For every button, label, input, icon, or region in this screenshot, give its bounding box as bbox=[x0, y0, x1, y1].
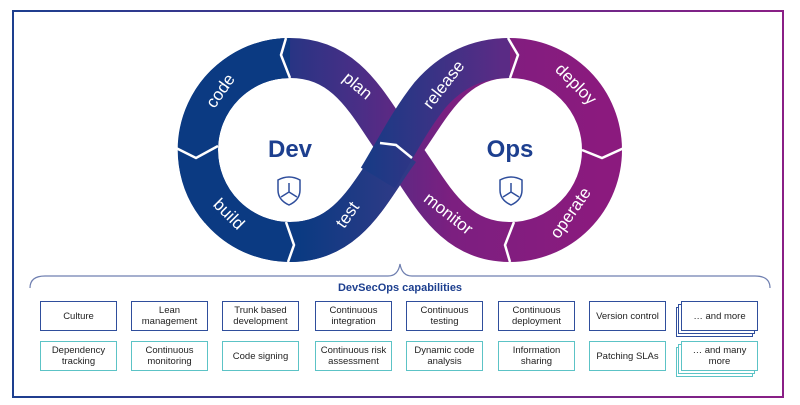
capability-continuous-monitoring: Continuous monitoring bbox=[131, 341, 208, 371]
capabilities-brace bbox=[29, 263, 771, 289]
capability-dynamic-code-analysis: Dynamic code analysis bbox=[406, 341, 483, 371]
capabilities-title: DevSecOps capabilities bbox=[337, 282, 463, 294]
diagram-frame bbox=[12, 10, 784, 398]
capability-continuous-risk-assessment: Continuous risk assessment bbox=[315, 341, 392, 371]
capability-culture: Culture bbox=[40, 301, 117, 331]
capability-information-sharing: Information sharing bbox=[498, 341, 575, 371]
shield-icon bbox=[277, 176, 301, 206]
ops-label: Ops bbox=[487, 136, 534, 163]
capability-and-more: … and more bbox=[681, 301, 758, 331]
segment-separators bbox=[175, 37, 625, 263]
dev-label: Dev bbox=[268, 136, 313, 163]
shield-icon bbox=[499, 176, 523, 206]
capability-version-control: Version control bbox=[589, 301, 666, 331]
capability-patching-slas: Patching SLAs bbox=[589, 341, 666, 371]
capability-continuous-deployment: Continuous deployment bbox=[498, 301, 575, 331]
capability-and-many-more: … and many more bbox=[681, 341, 758, 371]
release-band bbox=[360, 38, 511, 189]
capability-dependency-tracking: Dependency tracking bbox=[40, 341, 117, 371]
capability-code-signing: Code signing bbox=[222, 341, 299, 371]
capability-lean-management: Lean management bbox=[131, 301, 208, 331]
capability-trunk-based-development: Trunk based development bbox=[222, 301, 299, 331]
capability-continuous-integration: Continuous integration bbox=[315, 301, 392, 331]
capability-continuous-testing: Continuous testing bbox=[406, 301, 483, 331]
